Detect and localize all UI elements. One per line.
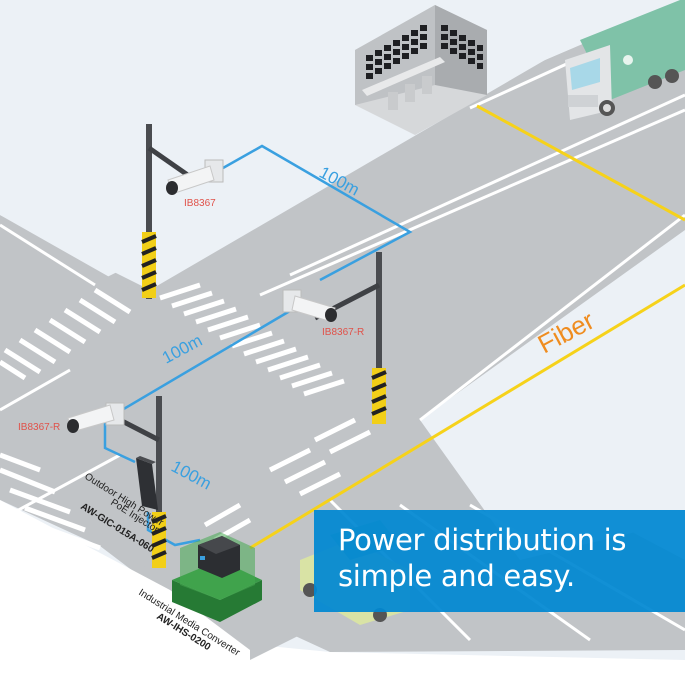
video-wall-icon bbox=[366, 25, 483, 79]
camera-label: IB8367-R bbox=[18, 422, 60, 433]
bullet-camera-icon bbox=[166, 159, 224, 195]
recycle-icon bbox=[623, 55, 633, 65]
pole-3 bbox=[118, 396, 167, 568]
crosswalk-bottom-left bbox=[0, 452, 116, 569]
camera-label: IB8367-R bbox=[322, 327, 364, 338]
headline-banner: Power distribution is simple and easy. bbox=[314, 510, 685, 612]
fiber-cable bbox=[249, 104, 685, 550]
control-room-building bbox=[355, 5, 487, 135]
sidewalk-top bbox=[0, 0, 685, 290]
pole-1 bbox=[141, 124, 194, 299]
poe-injector bbox=[136, 456, 158, 510]
garbage-truck bbox=[565, 0, 685, 120]
bullet-camera-icon bbox=[67, 402, 125, 433]
camera-label: IB8367 bbox=[184, 198, 216, 209]
banner-line-2: simple and easy. bbox=[338, 559, 575, 593]
bullet-camera-icon bbox=[282, 289, 337, 323]
sidewalk-right bbox=[420, 230, 685, 560]
ethernet-cable bbox=[103, 144, 413, 547]
crosswalk-left bbox=[0, 287, 132, 381]
media-converter bbox=[172, 532, 262, 622]
banner-line-1: Power distribution is bbox=[338, 523, 627, 557]
crosswalk-top bbox=[159, 282, 345, 397]
